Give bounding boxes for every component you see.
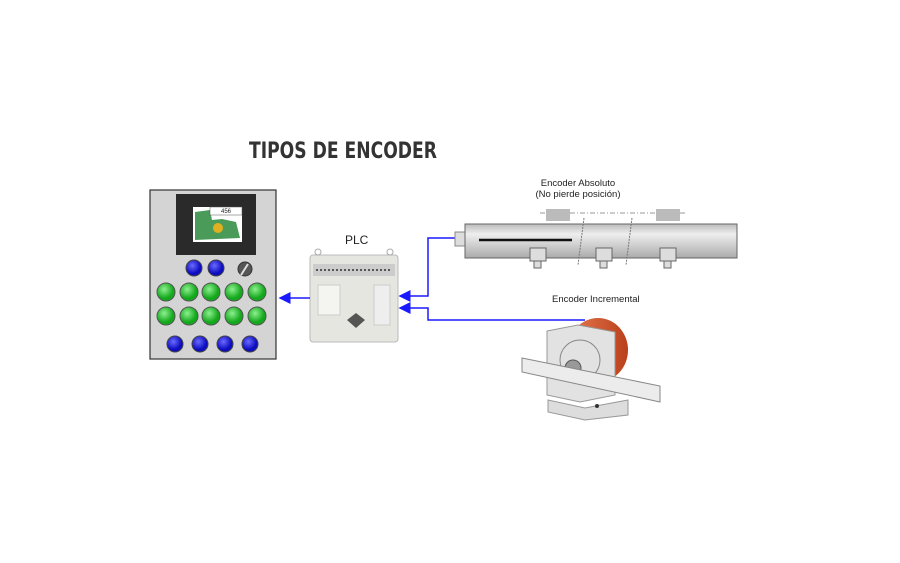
absolute-encoder-label: Encoder Absoluto (No pierde posición) bbox=[520, 178, 636, 200]
absolute-encoder-line bbox=[398, 237, 457, 302]
hmi-display-value: 456 bbox=[220, 209, 231, 215]
control-panel bbox=[149, 189, 277, 360]
blue-buttons-bottom bbox=[166, 335, 259, 353]
incremental-encoder-line bbox=[398, 302, 585, 321]
blue-buttons-top bbox=[185, 259, 225, 277]
green-buttons bbox=[156, 282, 267, 326]
incremental-encoder bbox=[521, 318, 661, 421]
absolute-encoder bbox=[454, 209, 738, 269]
plc-device bbox=[309, 248, 399, 343]
page-title: TIPOS DE ENCODER bbox=[249, 139, 437, 164]
signal-lines bbox=[278, 237, 585, 321]
absolute-encoder-title: Encoder Absoluto bbox=[540, 178, 616, 189]
key-switch-icon bbox=[237, 261, 253, 277]
absolute-encoder-subtitle: (No pierde posición) bbox=[535, 189, 621, 200]
plc-label: PLC bbox=[345, 233, 369, 247]
incremental-encoder-label: Encoder Incremental bbox=[552, 294, 640, 305]
